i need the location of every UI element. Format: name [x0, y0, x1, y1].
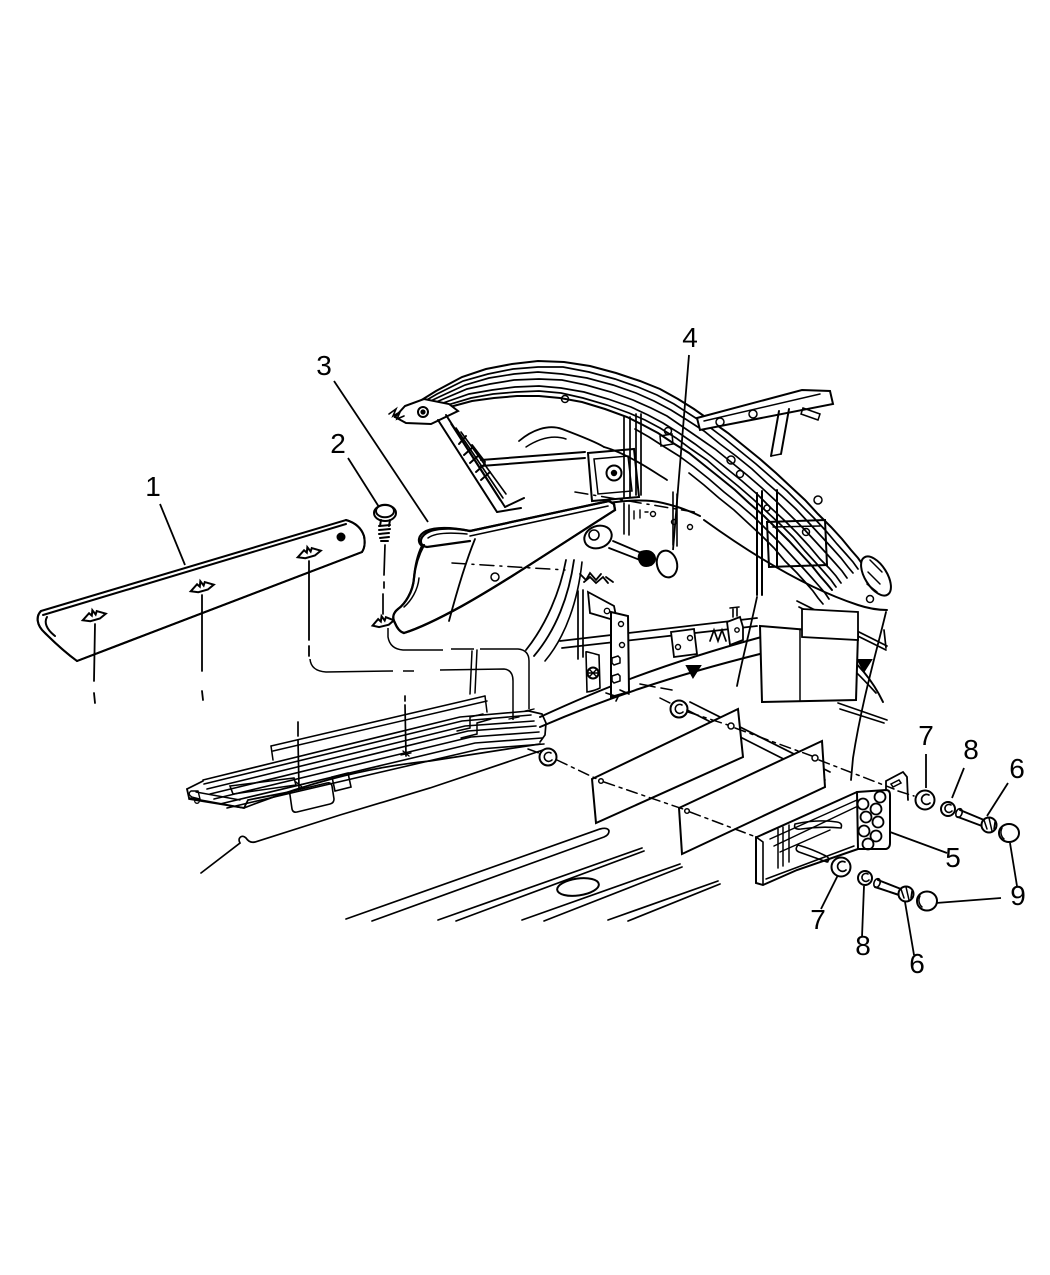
- svg-text:6: 6: [1009, 753, 1025, 784]
- svg-text:5: 5: [945, 842, 961, 873]
- svg-text:7: 7: [918, 720, 934, 751]
- svg-text:8: 8: [963, 734, 979, 765]
- svg-text:4: 4: [682, 322, 698, 353]
- svg-text:6: 6: [909, 948, 925, 979]
- svg-text:9: 9: [1010, 880, 1026, 911]
- svg-text:2: 2: [330, 428, 346, 459]
- svg-text:3: 3: [316, 350, 332, 381]
- svg-text:8: 8: [855, 930, 871, 961]
- svg-text:7: 7: [810, 904, 826, 935]
- svg-text:1: 1: [145, 471, 161, 502]
